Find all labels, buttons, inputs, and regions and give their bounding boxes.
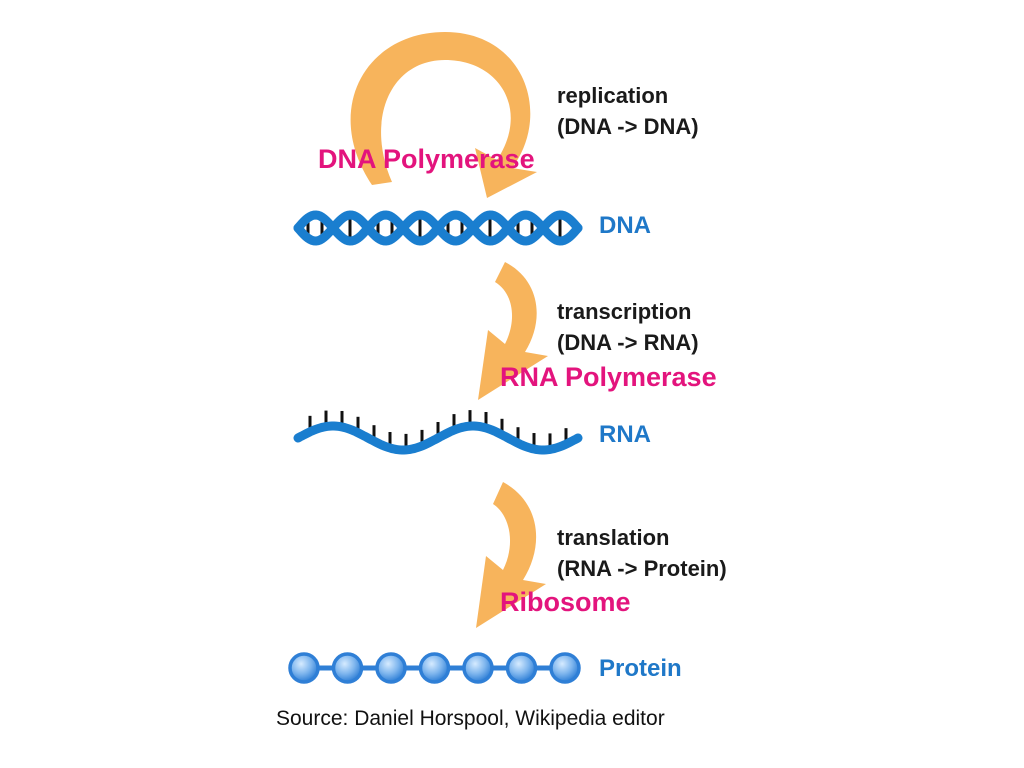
translation-process: translation: [557, 525, 670, 550]
protein-bead-chain: [288, 652, 581, 684]
replication-process: replication: [557, 83, 669, 108]
replication-step-label: replication (DNA -> DNA): [557, 80, 699, 142]
dna-polymerase-label: DNA Polymerase: [318, 144, 535, 174]
ribosome-label: Ribosome: [500, 587, 631, 617]
translation-arrow: [476, 482, 546, 628]
transcription-step-label: transcription (DNA -> RNA): [557, 296, 699, 358]
transcription-arrow: [478, 262, 548, 400]
amino-acid-bead: [549, 652, 581, 684]
amino-acid-bead: [418, 652, 451, 684]
dna-label: DNA: [599, 212, 651, 239]
amino-acid-bead: [505, 652, 538, 684]
source-caption: Source: Daniel Horspool, Wikipedia edito…: [276, 707, 665, 730]
amino-acid-bead: [375, 652, 407, 684]
replication-loop-arrow: [350, 32, 537, 198]
amino-acid-bead: [288, 652, 320, 684]
rna-polymerase-label: RNA Polymerase: [500, 362, 717, 392]
dna-double-helix: [293, 210, 583, 246]
translation-step-label: translation (RNA -> Protein): [557, 522, 727, 584]
rna-backbone: [293, 421, 583, 455]
replication-conversion: (DNA -> DNA): [557, 114, 699, 139]
amino-acid-bead: [331, 652, 364, 684]
dna-strand-b: [293, 210, 583, 246]
amino-acid-bead: [462, 652, 494, 684]
transcription-process: transcription: [557, 299, 692, 324]
rna-strand: [293, 410, 583, 455]
rna-label: RNA: [599, 421, 651, 448]
protein-label: Protein: [599, 655, 682, 682]
translation-conversion: (RNA -> Protein): [557, 556, 727, 581]
transcription-conversion: (DNA -> RNA): [557, 330, 699, 355]
